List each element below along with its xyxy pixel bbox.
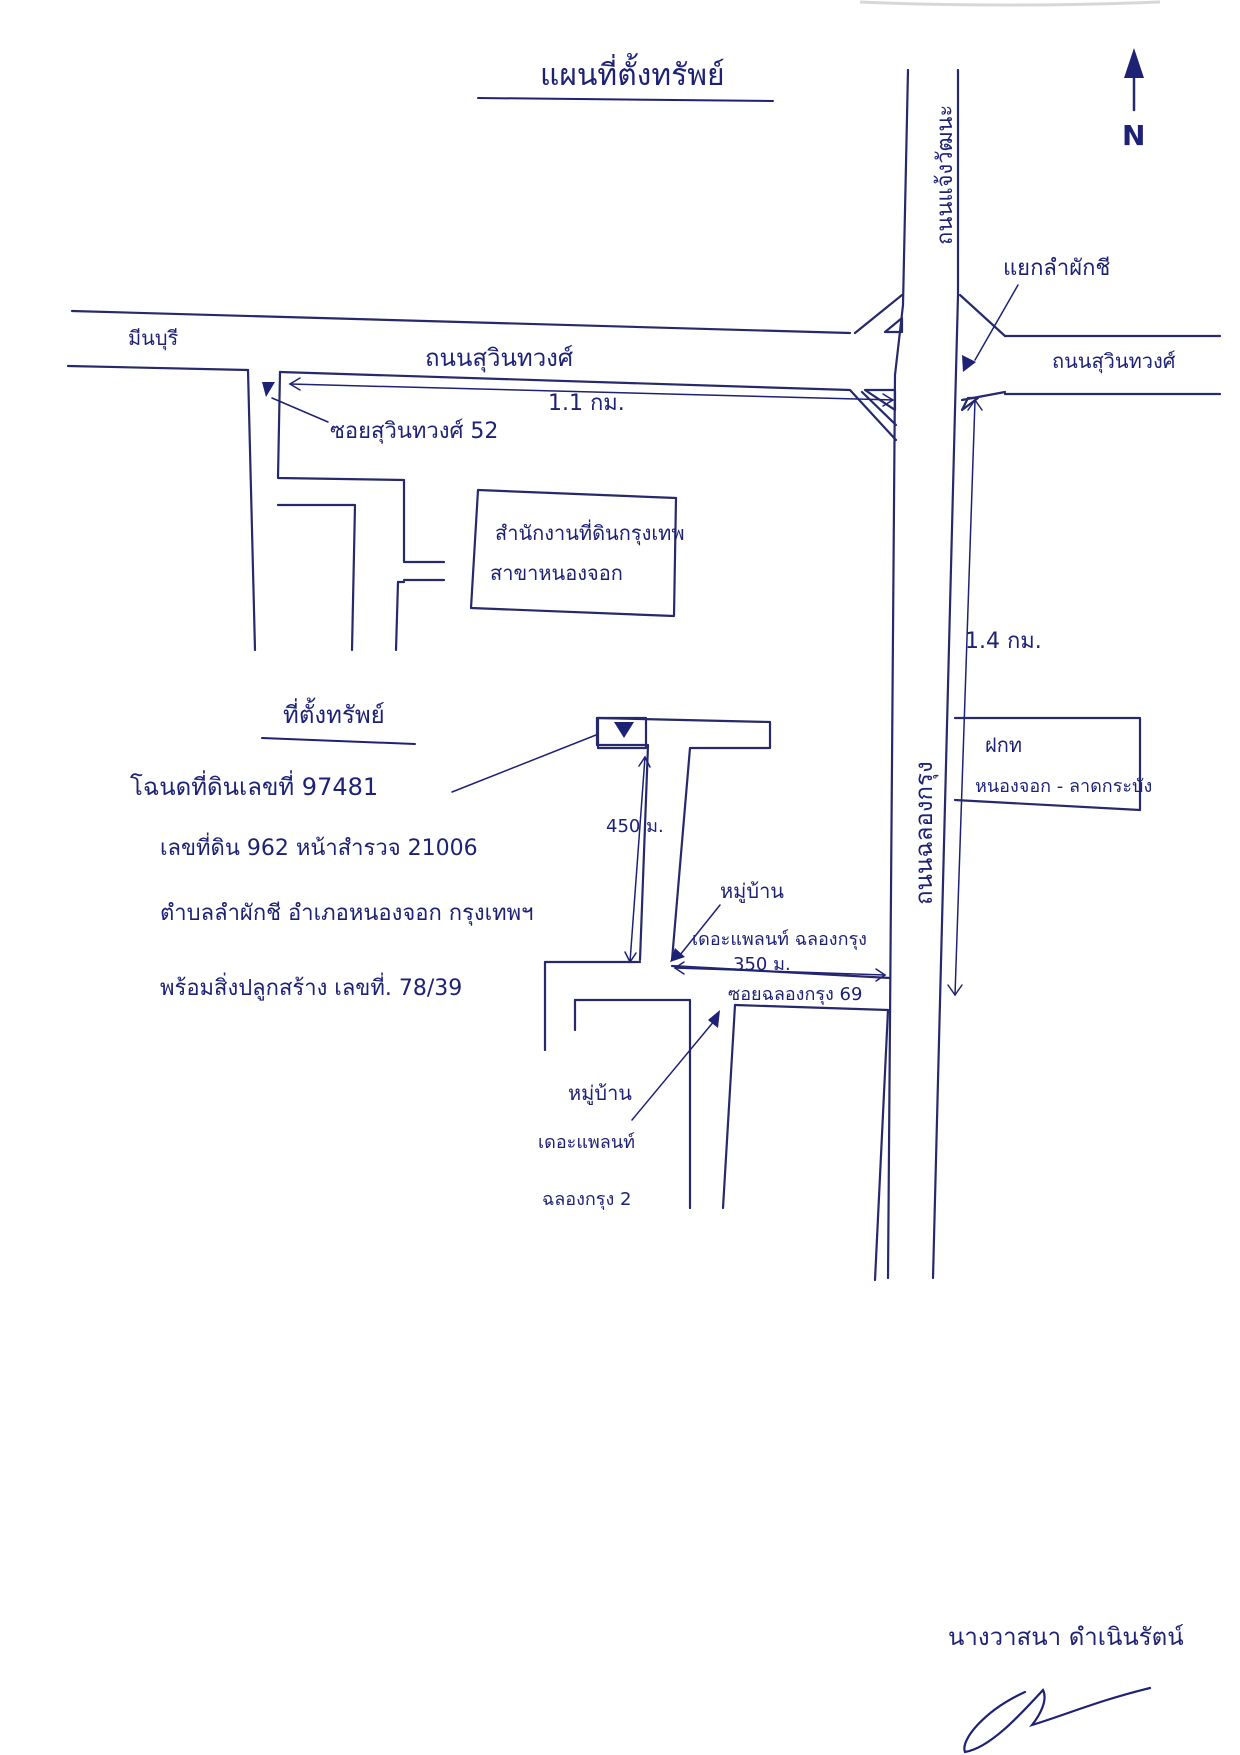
village-2-label-line3: ฉลองกรุง 2: [542, 1189, 631, 1210]
suwinthawong-road-label-east: ถนนสุวินทวงศ์: [1052, 349, 1176, 374]
village-2-marker-icon: [708, 1010, 720, 1028]
north-label: N: [1122, 119, 1145, 152]
suwinthawong-road-label-west: ถนนสุวินทวงศ์: [425, 344, 573, 373]
property-line-land-no: เลขที่ดิน 962 หน้าสำรวจ 21006: [160, 832, 478, 861]
land-office-label-line2: สาขาหนองจอก: [490, 561, 623, 585]
handwritten-signature: [963, 1686, 1152, 1754]
scan-edge: [859, 0, 1161, 7]
suwinthawong-road-west: [66, 309, 898, 442]
chalongkrung-road-label-north: ถนนแจ้งวัฒนะ: [933, 105, 958, 245]
property-pointer-line: [451, 734, 597, 793]
bank-label-line2: หนองจอก - ลาดกระบัง: [975, 776, 1152, 797]
junction-marker-icon: [962, 355, 976, 372]
distance-line-1: [288, 377, 895, 407]
village-1-pointer-line: [679, 904, 721, 956]
north-arrow-icon: [1124, 48, 1144, 112]
soi-chalongkrung-69-label: ซอยฉลองกรุง 69: [728, 984, 862, 1005]
map-title: แผนที่ตั้งทรัพย์: [540, 53, 725, 93]
village-1-label-line2: เดอะแพลนท์ ฉลองกรุง: [692, 929, 867, 950]
property-line-building: พร้อมสิ่งปลูกสร้าง เลขที่. 78/39: [160, 972, 462, 1001]
distance-label-2: 1.4 กม.: [965, 629, 1042, 654]
junction-pointer-line: [974, 284, 1019, 361]
distance-line-4: [673, 961, 887, 982]
village-1-label-line1: หมู่บ้าน: [720, 879, 784, 904]
signature-caption: นางวาสนา ดำเนินรัตน์: [948, 1623, 1184, 1651]
village-2-label-line2: เดอะแพลนท์: [538, 1132, 635, 1153]
minburi-label: มีนบุรี: [128, 326, 179, 351]
village-1-marker-icon: [670, 948, 685, 962]
property-heading: ที่ตั้งทรัพย์: [283, 697, 385, 729]
soi-52-pointer-line: [271, 397, 329, 423]
village-2-label-line1: หมู่บ้าน: [568, 1081, 632, 1106]
village-2-pointer-line: [631, 1019, 716, 1121]
property-soi: [595, 716, 772, 962]
soi-suwinthawong-52-label: ซอยสุวินทวงศ์ 52: [330, 419, 498, 444]
property-marker-box: [596, 716, 648, 750]
lam-phak-chi-junction-label: แยกลำผักชี: [1003, 256, 1110, 281]
bank-label-line1: ฝกท: [985, 733, 1022, 757]
property-marker-icon: [614, 722, 634, 738]
property-line-deed: โฉนดที่ดินเลขที่ 97481: [130, 770, 378, 801]
junction-islands: [853, 293, 1007, 427]
bank-box: [953, 716, 1142, 812]
land-office-box: [469, 488, 678, 618]
distance-label-3: 450 ม.: [606, 816, 664, 837]
distance-label-4: 350 ม.: [733, 954, 791, 975]
chalongkrung-road: [886, 68, 960, 1280]
title-underline: [477, 97, 774, 102]
land-office-label-line1: สำนักงานที่ดินกรุงเทพ: [495, 519, 685, 546]
soi-suwinthawong-52: [246, 368, 446, 652]
soi-52-marker-icon: [262, 382, 275, 397]
suwinthawong-road-east: [1003, 334, 1222, 396]
chalongkrung-road-label: ถนนฉลองกรุง: [910, 761, 939, 905]
distance-line-2: [947, 398, 983, 997]
property-heading-underline: [261, 737, 416, 745]
property-line-location: ตำบลลำผักชี อำเภอหนองจอก กรุงเทพฯ: [160, 901, 534, 926]
soi-chalongkrung-69: [543, 960, 892, 1282]
distance-label-1: 1.1 กม.: [548, 391, 625, 416]
